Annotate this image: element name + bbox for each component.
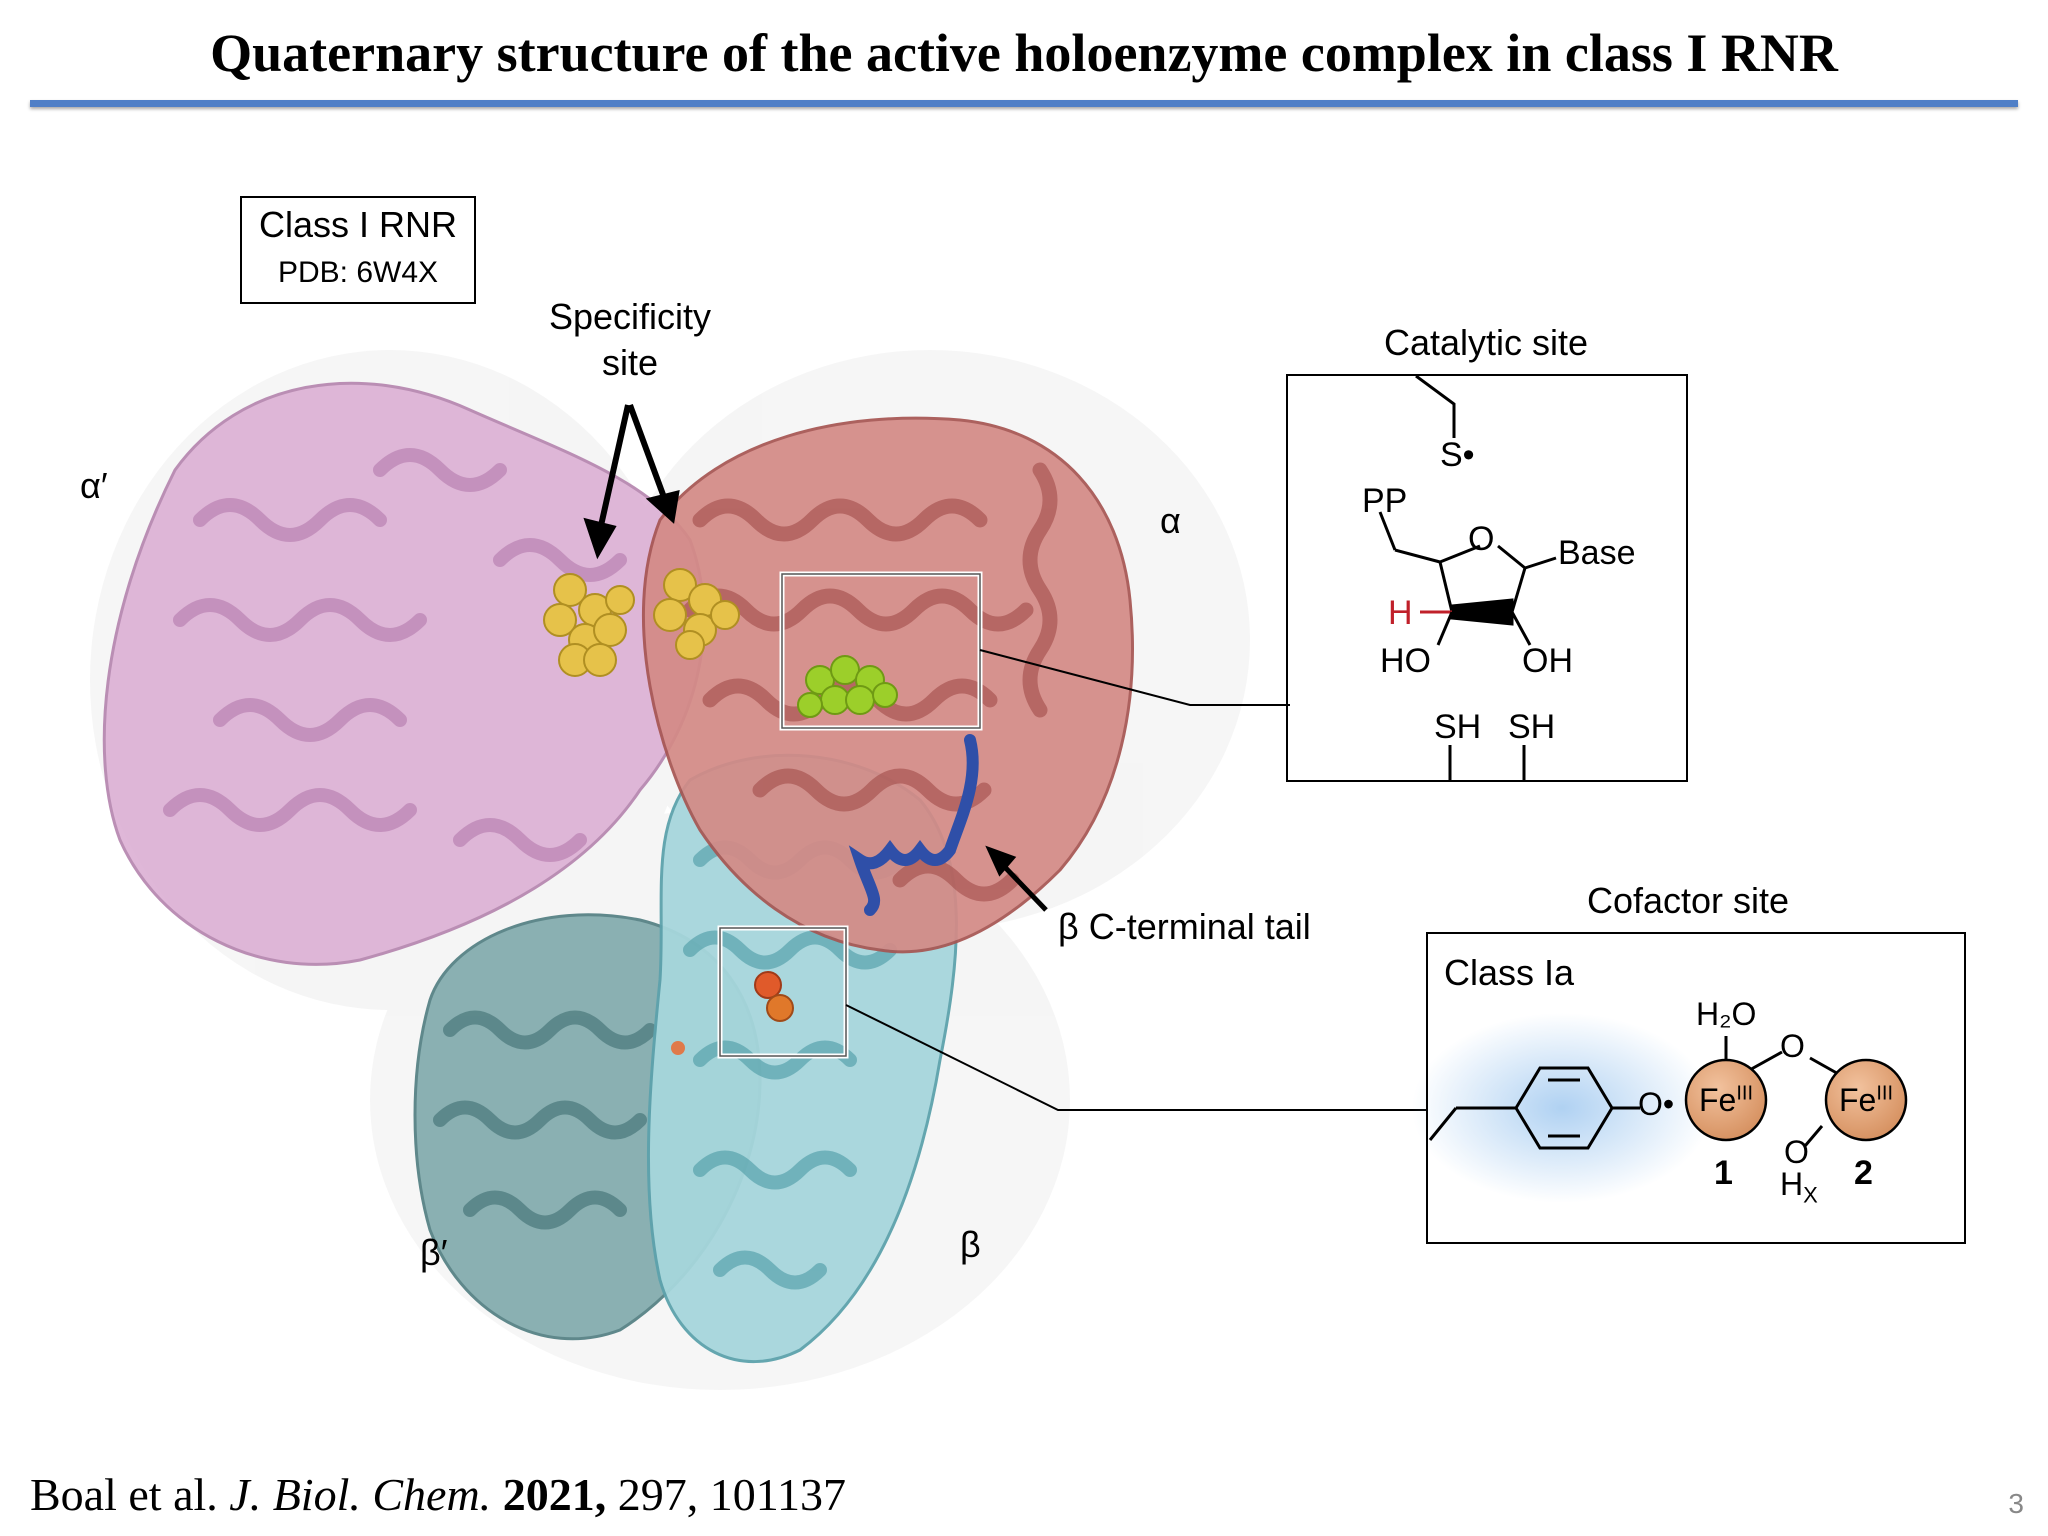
lower-oxygen-label: O	[1784, 1134, 1809, 1170]
pdb-info-box	[240, 196, 476, 304]
iron-2-sphere	[1824, 1058, 1908, 1142]
iron-1-symbol: Fe	[1698, 1082, 1737, 1118]
catalytic-site-title: Catalytic site	[1383, 322, 1589, 363]
oh-label: OH	[1522, 642, 1573, 680]
iron-2-oxidation-state: III	[1876, 1082, 1893, 1105]
s-radical-label: S•	[1440, 436, 1475, 474]
iron-2-symbol: Fe	[1838, 1082, 1877, 1118]
hx-h: H	[1780, 1166, 1804, 1202]
ho-label: HO	[1380, 642, 1431, 680]
pdb-id-label: PDB: 6W4X	[277, 256, 439, 289]
ring-oxygen-label: O	[1468, 520, 1495, 558]
catalytic-site-box	[1286, 374, 1688, 782]
beta-label: β	[960, 1224, 981, 1265]
sh-label-1: SH	[1434, 708, 1482, 746]
specificity-site-label-line2: site	[601, 342, 659, 383]
tyrosyl-oxygen-radical-label: O•	[1638, 1086, 1675, 1122]
iron-1-number: 1	[1714, 1154, 1733, 1192]
page-number: 3	[2008, 1488, 2024, 1519]
catalytic-site-structure	[1378, 374, 1557, 782]
catalytic-connector-line	[979, 649, 1290, 706]
title-underline	[30, 100, 2018, 107]
beta-tail-arrow	[985, 845, 1048, 912]
iron-1-label: FeIII	[1690, 1082, 1762, 1119]
cofactor-site-structure	[1412, 1013, 1908, 1203]
beta-c-terminal-tail-helix	[848, 734, 979, 916]
citation: Boal et al. J. Biol. Chem. 2021, 297, 10…	[30, 1468, 846, 1521]
hx-label: HX	[1780, 1166, 1818, 1208]
citation-authors: Boal et al.	[30, 1469, 218, 1520]
water-label: H₂O	[1696, 996, 1757, 1032]
beta-prime-label: β′	[420, 1232, 448, 1273]
alpha-prime-subunit	[102, 381, 706, 966]
iron-2-number: 2	[1854, 1154, 1873, 1192]
pdb-class-label: Class I RNR	[258, 204, 458, 245]
bridging-oxygen-label: O	[1780, 1028, 1805, 1064]
iron-cofactor-spheres	[671, 971, 794, 1055]
base-label: Base	[1558, 534, 1636, 572]
iron-2-label: FeIII	[1830, 1082, 1902, 1119]
citation-volume-page: 297, 101137	[617, 1469, 846, 1520]
citation-journal: J. Biol. Chem.	[229, 1469, 492, 1520]
iron-1-oxidation-state: III	[1736, 1082, 1753, 1105]
citation-year: 2021,	[502, 1469, 607, 1520]
hx-x: X	[1803, 1182, 1818, 1208]
cofactor-site-title: Cofactor site	[1586, 880, 1790, 921]
alpha-label: α	[1160, 500, 1181, 541]
iron-1-sphere	[1684, 1058, 1768, 1142]
slide-title: Quaternary structure of the active holoe…	[210, 23, 1838, 83]
beta-tail-label: β C-terminal tail	[1058, 906, 1311, 947]
alpha-prime-label: α′	[80, 465, 108, 506]
cofactor-class-label: Class Ia	[1444, 952, 1575, 993]
hydrogen-label: H	[1388, 594, 1413, 632]
specificity-arrows	[583, 403, 680, 560]
specificity-site-ligands	[543, 568, 740, 677]
specificity-site-label-line1: Specificity	[548, 296, 712, 337]
cofactor-site-box	[1426, 932, 1966, 1244]
cofactor-connector-line	[845, 1004, 1428, 1111]
sh-label-2: SH	[1508, 708, 1556, 746]
pp-label: PP	[1362, 482, 1408, 520]
catalytic-site-ligand	[797, 655, 898, 718]
